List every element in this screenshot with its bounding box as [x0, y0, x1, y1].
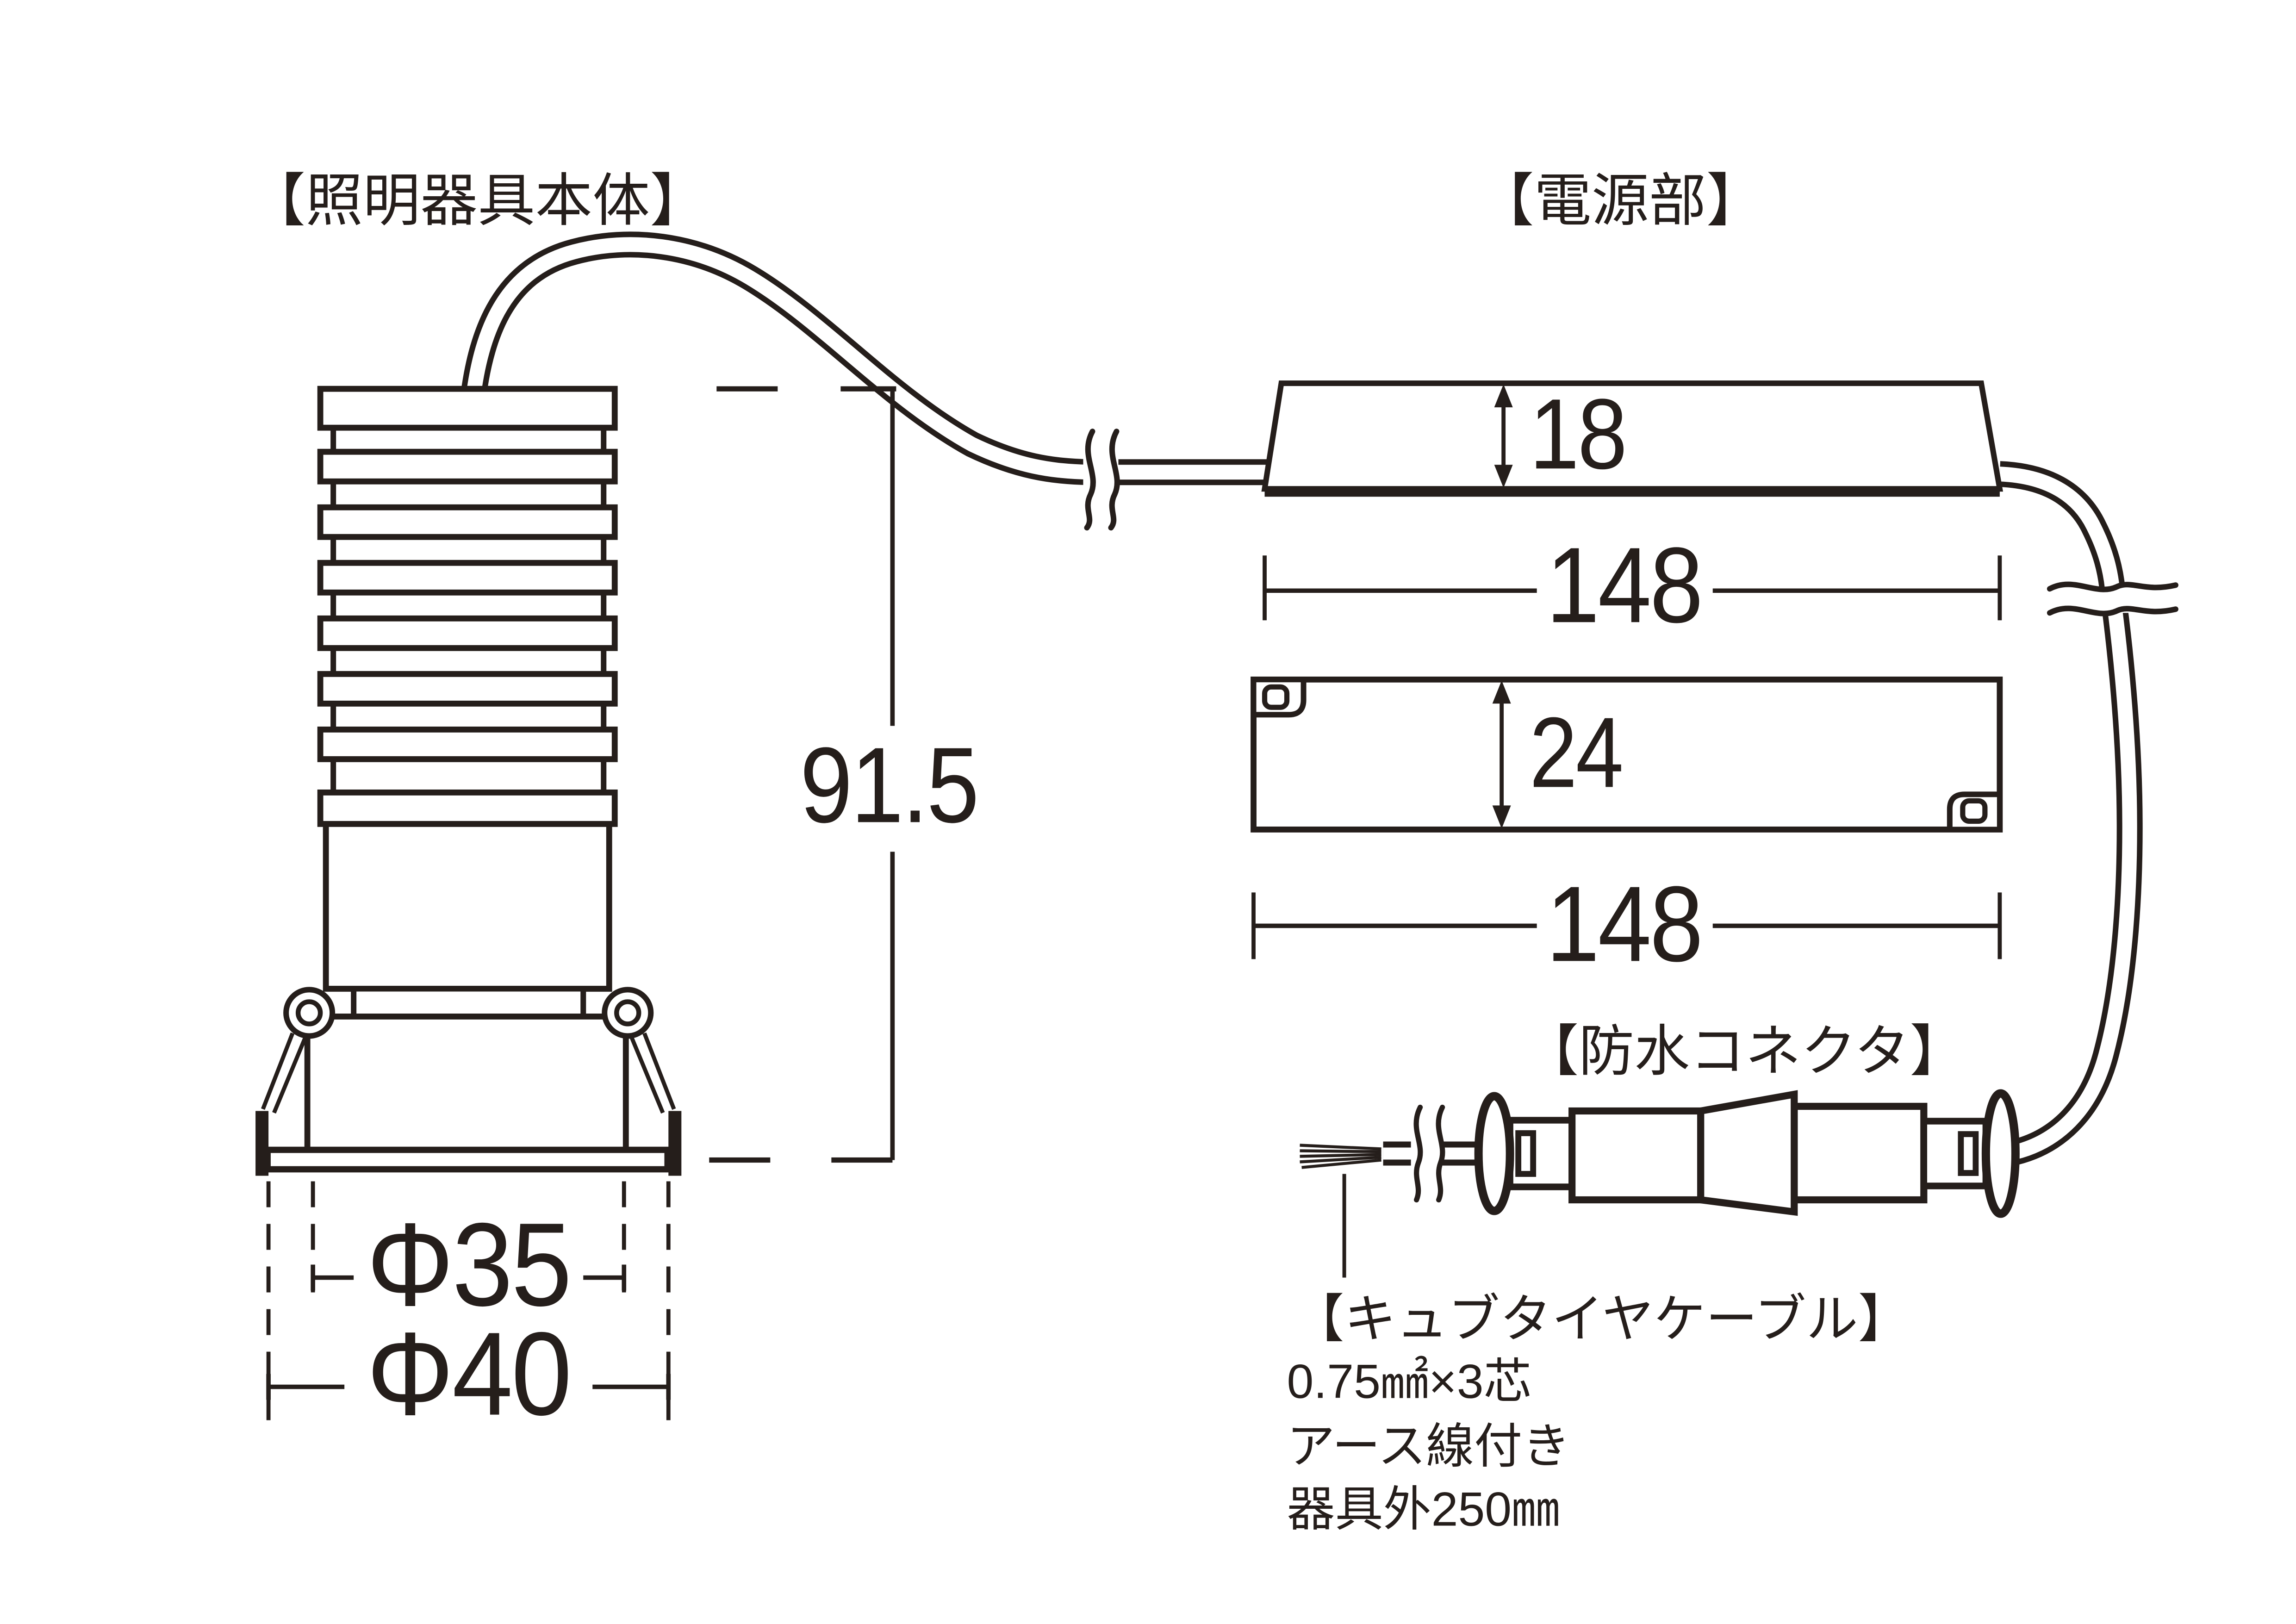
dim-value: 24	[1530, 696, 1622, 808]
break-wave-icon	[1436, 1104, 1445, 1203]
dim-value: 148	[1546, 525, 1702, 645]
cable-power-to-connector	[1999, 461, 2178, 1166]
fixture-body	[323, 821, 612, 992]
dim-148-side: 148	[1263, 525, 2002, 645]
heatsink-fin	[317, 671, 618, 707]
arrow-down-icon	[1494, 465, 1513, 488]
cable-note: 【キュブタイヤケーブル】 0.75㎟×3芯 アース線付き 器具外250㎜	[1287, 1290, 1910, 1537]
power-front-view: 24	[1251, 676, 2003, 833]
connector-end-cap	[1981, 1089, 2020, 1218]
break-wave-icon	[2047, 605, 2178, 616]
dim-24: 24	[1492, 680, 1624, 829]
power-side-view: 18	[1261, 378, 2004, 497]
arrow-down-icon	[1492, 805, 1511, 829]
wire-strands-icon	[1300, 1144, 1381, 1169]
break-wave-icon	[1108, 429, 1120, 531]
mounting-hole-icon	[1960, 798, 1988, 824]
heatsink-fin	[317, 726, 618, 762]
spring-stop-bar	[668, 1111, 682, 1176]
connector-barrel	[1791, 1102, 1928, 1204]
fixture-neck	[351, 986, 586, 1020]
cable-core	[1999, 467, 2137, 1161]
trim-band	[317, 789, 618, 827]
cable-core	[463, 237, 1291, 480]
collar-slot	[1515, 1130, 1537, 1177]
fixture-title: 【照明器具本体】	[248, 169, 707, 233]
break-wave-icon	[2047, 581, 2178, 592]
trim-flange	[264, 1146, 671, 1173]
power-plate-outline	[1251, 676, 2003, 833]
heatsink-fin	[317, 504, 618, 540]
connector-title: 【防水コネクタ】	[1523, 1020, 1965, 1082]
fixture-cap	[317, 386, 618, 431]
heatsink-fin	[317, 615, 618, 651]
dim-phi35: Φ35	[311, 1181, 627, 1331]
power-box-outline	[1261, 380, 2004, 492]
dim-value: 18	[1530, 378, 1626, 490]
break-wave-icon	[1413, 1104, 1423, 1203]
connector-end-cap	[1474, 1092, 1514, 1215]
spring-stop-bar	[255, 1111, 269, 1176]
spring-coil-icon	[283, 987, 654, 1039]
dim-fixture-height: 91.5	[709, 386, 979, 1163]
connector-barrel	[1568, 1107, 1705, 1204]
break-wave-icon	[1084, 429, 1096, 531]
collar-slot	[1958, 1131, 1979, 1176]
cable-note-line: アース線付き	[1287, 1420, 1571, 1474]
dim-148-front: 148	[1251, 864, 2002, 984]
fixture-drawing	[255, 386, 682, 1176]
cable-fixture-to-power	[457, 231, 1291, 531]
mounting-hole-icon	[1262, 684, 1290, 710]
dim-18: 18	[1494, 378, 1628, 490]
cable-note-line: 0.75㎟×3芯	[1287, 1355, 1532, 1409]
spring-arms	[261, 1032, 676, 1114]
dim-value: Φ40	[367, 1308, 570, 1440]
dim-phi40: Φ40	[266, 1181, 671, 1440]
dim-value: Φ35	[367, 1199, 570, 1331]
connector-drawing	[1474, 1089, 2020, 1218]
heatsink-fin	[317, 448, 618, 485]
arrow-up-icon	[1494, 384, 1513, 408]
dim-value: 148	[1546, 864, 1702, 984]
recessed-can	[304, 1014, 629, 1153]
cable-note-title: 【キュブタイヤケーブル】	[1293, 1290, 1910, 1348]
power-title: 【電源部】	[1477, 169, 1764, 233]
dim-value: 91.5	[800, 725, 977, 845]
connector-cone	[1697, 1090, 1798, 1216]
arrow-up-icon	[1492, 680, 1511, 704]
heatsink-fin	[317, 560, 618, 596]
cable-note-line: 器具外250㎜	[1287, 1483, 1560, 1537]
cable-connector-lead	[1300, 1104, 1481, 1203]
